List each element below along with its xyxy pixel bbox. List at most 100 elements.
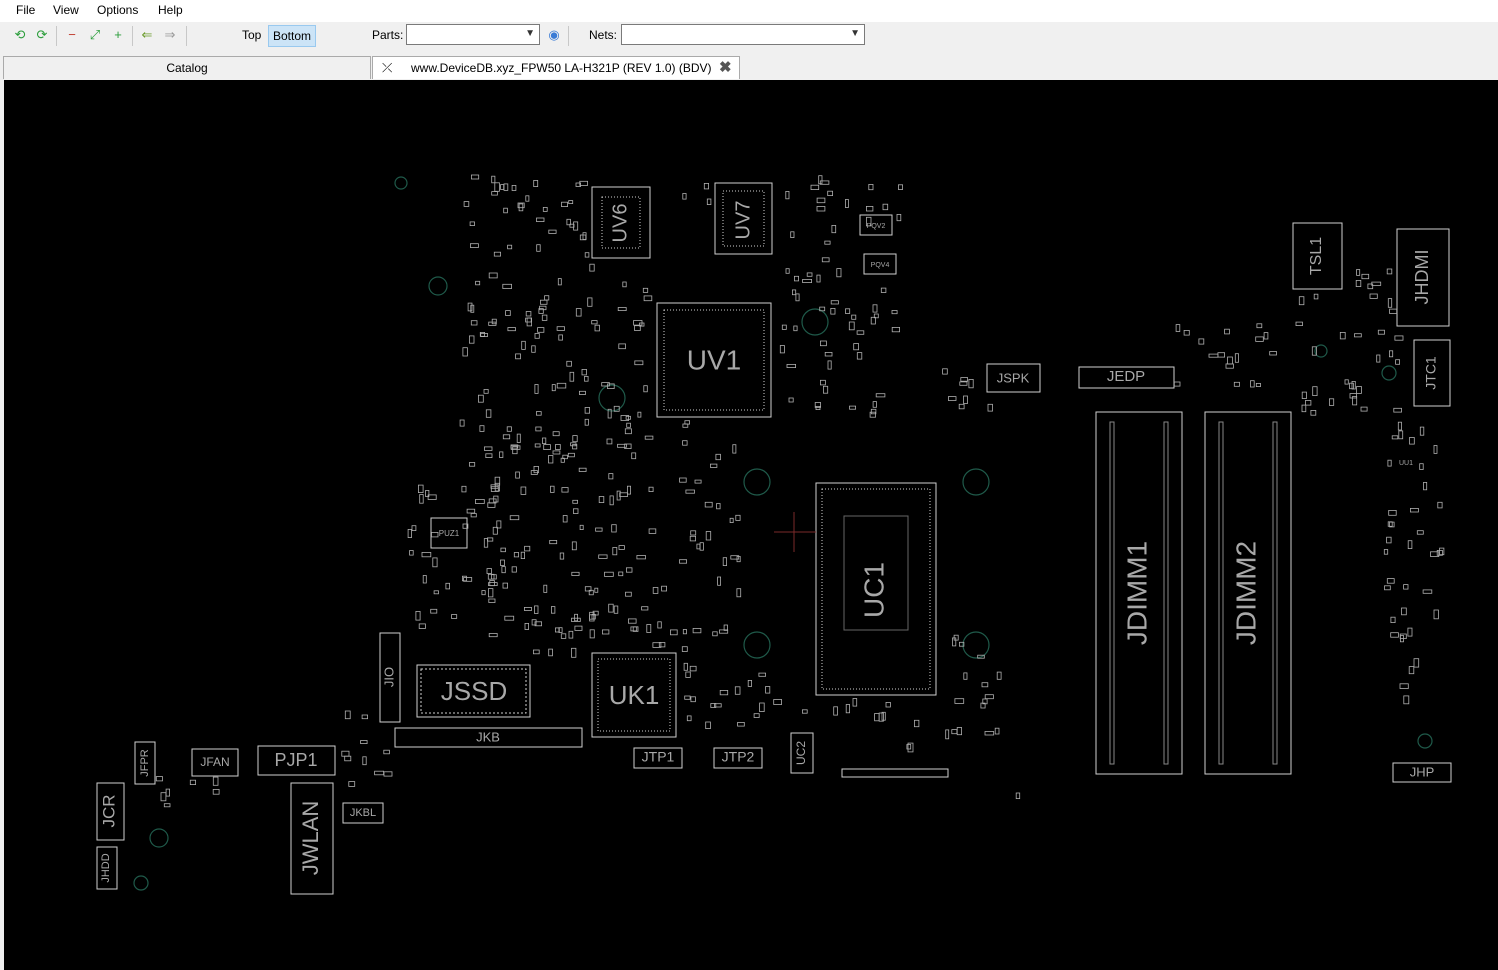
smd-part[interactable] — [869, 411, 876, 418]
smd-part[interactable] — [361, 714, 369, 720]
smd-part[interactable] — [963, 395, 968, 404]
smd-part[interactable] — [606, 438, 613, 445]
smd-part[interactable] — [496, 520, 502, 529]
smd-part[interactable] — [534, 333, 540, 339]
smd-part[interactable] — [1416, 530, 1424, 535]
smd-part[interactable] — [1387, 459, 1392, 467]
smd-part[interactable] — [608, 473, 614, 480]
smd-part[interactable] — [409, 550, 414, 556]
smd-part[interactable] — [907, 742, 914, 753]
comp-jdimm1[interactable] — [1095, 411, 1183, 775]
smd-part[interactable] — [571, 541, 577, 551]
smd-part[interactable] — [729, 517, 734, 523]
smd-part[interactable] — [344, 710, 351, 720]
smd-part[interactable] — [505, 310, 511, 316]
smd-part[interactable] — [648, 486, 654, 493]
smd-part[interactable] — [612, 547, 618, 556]
smd-part[interactable] — [723, 624, 728, 631]
smd-part[interactable] — [686, 715, 692, 722]
smd-part[interactable] — [160, 792, 167, 802]
smd-part[interactable] — [1391, 435, 1399, 440]
smd-part[interactable] — [984, 731, 995, 736]
smd-part[interactable] — [685, 671, 691, 678]
smd-part[interactable] — [501, 566, 506, 574]
smd-part[interactable] — [533, 649, 540, 655]
smd-part[interactable] — [579, 234, 587, 241]
pcb-board-view[interactable]: UV6 UV7 UV1 UC1 UK1 JSSD JKB JIO JFPR JF… — [4, 80, 1498, 970]
smd-part[interactable] — [481, 590, 486, 596]
smd-part[interactable] — [574, 613, 578, 622]
smd-part[interactable] — [1173, 381, 1181, 387]
smd-part[interactable] — [1408, 666, 1415, 675]
smd-part[interactable] — [551, 606, 556, 614]
smd-part[interactable] — [710, 703, 717, 708]
smd-part[interactable] — [618, 343, 626, 350]
smd-part[interactable] — [462, 523, 469, 529]
smd-part[interactable] — [466, 508, 476, 514]
smd-part[interactable] — [602, 629, 610, 635]
smd-part[interactable] — [719, 690, 729, 696]
smd-part[interactable] — [165, 788, 171, 797]
smd-part[interactable] — [616, 490, 621, 501]
comp-jfpr[interactable] — [134, 741, 156, 785]
smd-part[interactable] — [648, 528, 657, 534]
smd-part[interactable] — [571, 617, 581, 622]
smd-part[interactable] — [469, 221, 475, 226]
smd-part[interactable] — [1354, 333, 1362, 338]
smd-part[interactable] — [533, 180, 539, 188]
board-canvas[interactable]: UV6 UV7 UV1 UC1 UK1 JSSD JKB JIO JFPR JF… — [4, 80, 1498, 970]
smd-part[interactable] — [810, 184, 820, 190]
smd-part[interactable] — [491, 175, 496, 184]
smd-part[interactable] — [1384, 585, 1391, 591]
smd-part[interactable] — [706, 198, 712, 205]
smd-part[interactable] — [483, 446, 493, 451]
smd-part[interactable] — [643, 385, 648, 393]
smd-part[interactable] — [705, 721, 711, 729]
smd-part[interactable] — [1422, 589, 1433, 594]
smd-part[interactable] — [485, 409, 492, 418]
smd-part[interactable] — [704, 501, 713, 508]
smd-part[interactable] — [730, 555, 740, 560]
smd-part[interactable] — [534, 443, 541, 448]
smd-part[interactable] — [618, 545, 625, 550]
smd-part[interactable] — [513, 552, 519, 558]
smd-part[interactable] — [619, 492, 628, 497]
smd-part[interactable] — [1407, 627, 1413, 637]
smd-part[interactable] — [425, 489, 430, 497]
smd-part[interactable] — [1344, 379, 1349, 385]
smd-part[interactable] — [415, 611, 421, 621]
smd-part[interactable] — [703, 183, 709, 190]
smd-part[interactable] — [581, 368, 587, 376]
comp-uc1[interactable] — [815, 482, 937, 696]
smd-part[interactable] — [1409, 437, 1415, 445]
comp-uv7[interactable] — [714, 182, 773, 255]
smd-part[interactable] — [819, 306, 826, 312]
smd-part[interactable] — [571, 571, 580, 576]
smd-part[interactable] — [589, 614, 595, 620]
smd-part[interactable] — [569, 371, 575, 382]
smd-part[interactable] — [539, 305, 547, 311]
smd-part[interactable] — [1419, 463, 1424, 470]
smd-part[interactable] — [679, 559, 687, 564]
smd-part[interactable] — [1227, 356, 1233, 365]
smd-part[interactable] — [652, 642, 662, 648]
smd-part[interactable] — [831, 224, 837, 234]
smd-part[interactable] — [942, 368, 948, 375]
smd-part[interactable] — [341, 750, 350, 757]
close-icon[interactable]: ✖ — [719, 59, 732, 76]
smd-part[interactable] — [1208, 353, 1219, 358]
smd-part[interactable] — [579, 390, 586, 395]
smd-part[interactable] — [492, 526, 498, 535]
smd-part[interactable] — [824, 351, 833, 357]
forward-arrow-icon[interactable]: ⇒ — [164, 27, 176, 42]
smd-part[interactable] — [562, 454, 568, 460]
smd-part[interactable] — [344, 755, 352, 762]
smd-part[interactable] — [562, 515, 568, 523]
smd-part[interactable] — [830, 307, 836, 315]
smd-part[interactable] — [833, 706, 838, 716]
comp-uc2[interactable] — [790, 732, 814, 774]
smd-part[interactable] — [982, 698, 988, 705]
smd-part[interactable] — [542, 207, 548, 212]
comp-jhp[interactable] — [1392, 762, 1452, 783]
smd-part[interactable] — [500, 559, 505, 566]
